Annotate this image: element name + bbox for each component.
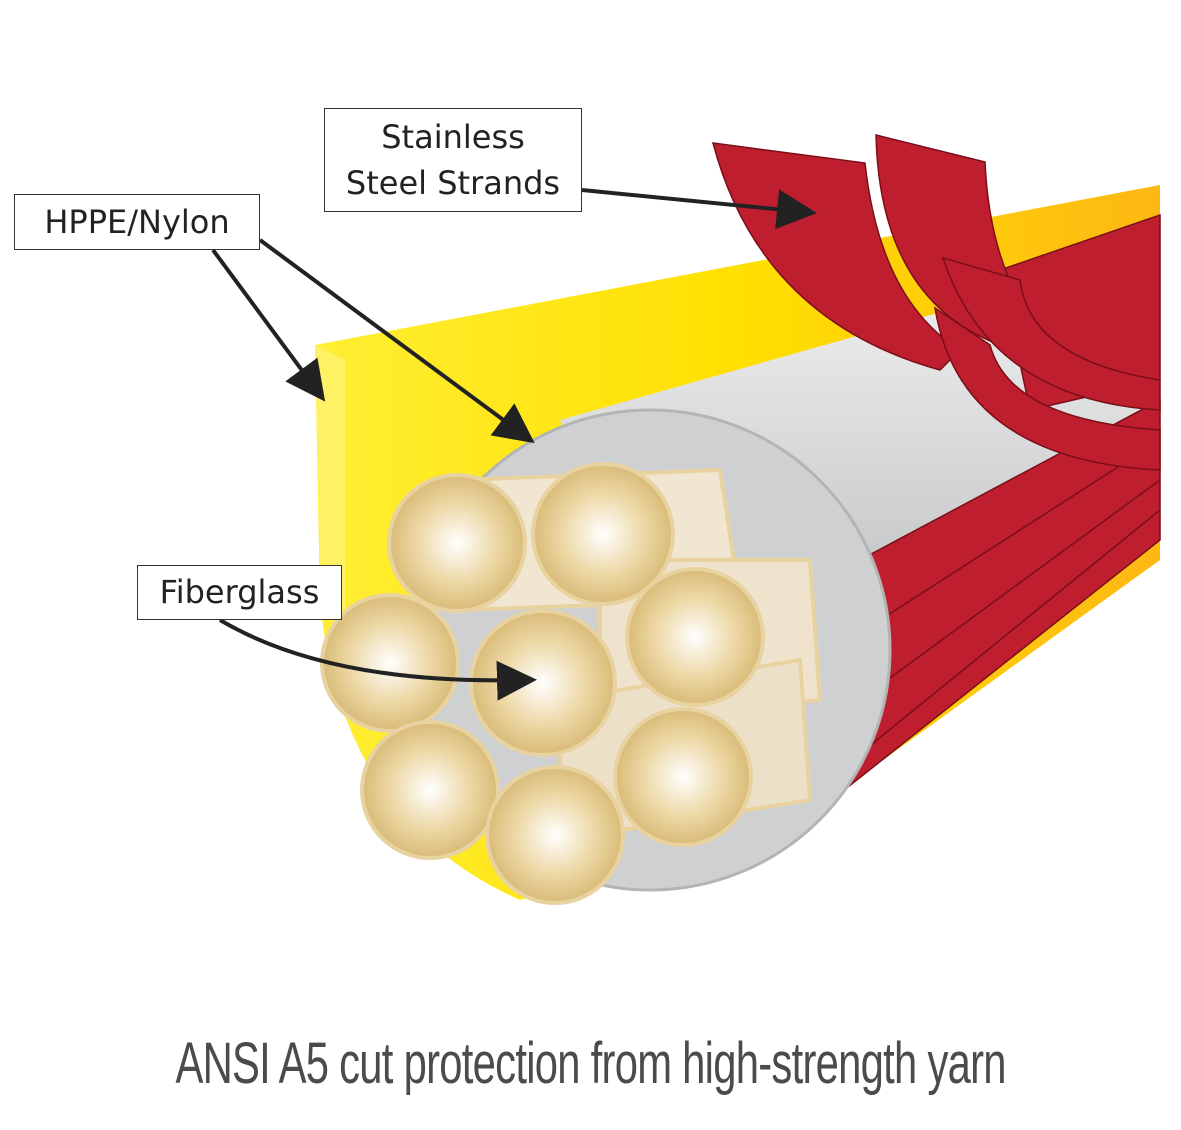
caption: ANSI A5 cut protection from high-strengt… <box>0 1030 1181 1097</box>
steel-strands <box>711 134 1161 827</box>
hppe-nylon-label: HPPE/Nylon <box>14 194 260 250</box>
steel-label-line2: Steel Strands <box>345 164 561 202</box>
fiberglass-bundle <box>320 462 823 905</box>
pointer-arrows <box>211 188 817 701</box>
fiberglass-label: Fiberglass <box>137 565 342 620</box>
steel-strands-label: Stainless Steel Strands <box>324 108 582 212</box>
caption-text: ANSI A5 cut protection from high-strengt… <box>175 1031 1006 1096</box>
steel-label-line1: Stainless <box>381 118 525 156</box>
